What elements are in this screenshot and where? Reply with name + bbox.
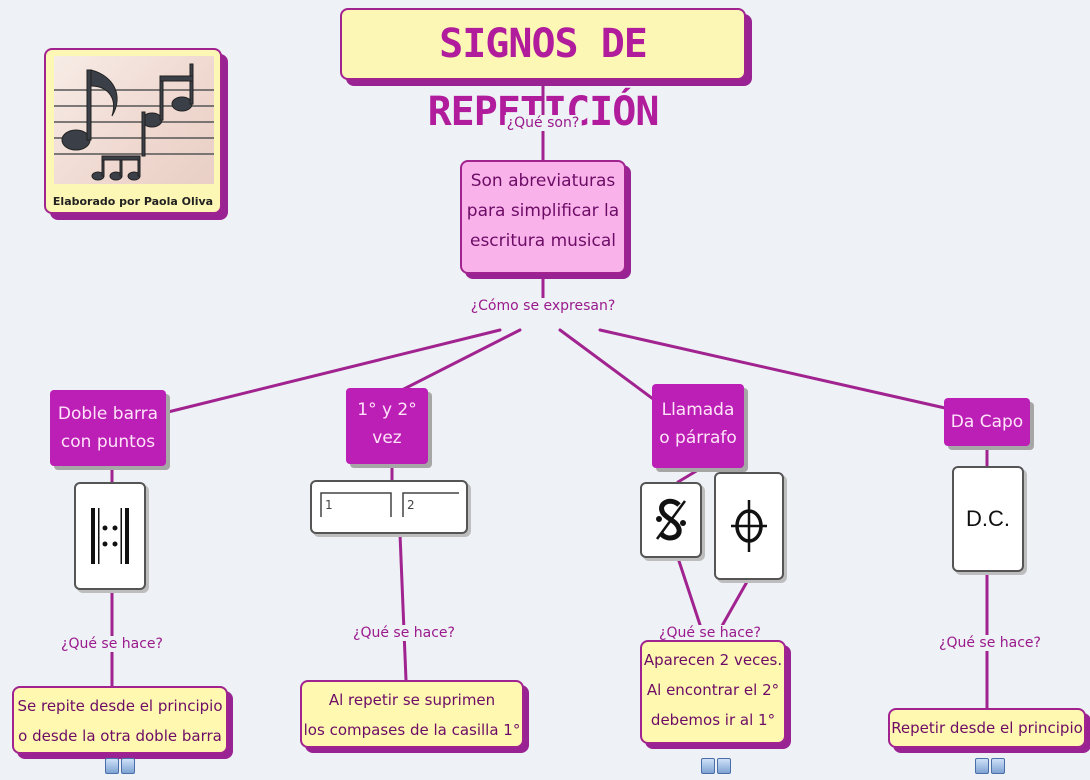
logo-caption: Elaborado por Paola Oliva xyxy=(52,195,214,208)
branch-da-capo-box: Da Capo xyxy=(944,398,1030,446)
link-label-what-done: ¿Qué se hace? xyxy=(351,625,457,641)
repeat-barline-symbol-box xyxy=(74,482,146,590)
branch-double-bar-box: Doble barra con puntos xyxy=(50,390,166,466)
branch-label: o párrafo xyxy=(659,428,737,448)
definition-line: escritura musical xyxy=(469,231,617,251)
audio-icon[interactable] xyxy=(105,758,135,774)
dc-symbol-box: D.C. xyxy=(952,466,1024,572)
music-notes-icon xyxy=(54,56,214,184)
definition-line: para simplificar la xyxy=(466,201,620,221)
volta-brackets-symbol-box: 1 2 xyxy=(310,480,468,534)
link-label-what-done: ¿Qué se hace? xyxy=(937,635,1043,651)
answer-line: los compases de la casilla 1° xyxy=(303,721,521,739)
audio-icon[interactable] xyxy=(701,758,731,774)
branch-label: Da Capo xyxy=(950,412,1024,432)
segno-icon xyxy=(655,498,687,541)
link-label-what-done: ¿Qué se hace? xyxy=(59,636,165,652)
answer-box-endings: Al repetir se suprimen los compases de l… xyxy=(300,680,524,748)
answer-line: Al encontrar el 2° xyxy=(646,681,780,699)
answer-box-double-bar: Se repite desde el principio o desde la … xyxy=(12,686,228,754)
dc-text-icon: D.C. xyxy=(966,506,1010,531)
answer-line: Se repite desde el principio xyxy=(17,697,223,715)
definition-box: Son abreviaturas para simplificar la esc… xyxy=(460,160,626,274)
volta-second-mark: 2 xyxy=(407,498,415,512)
branch-segno-box: Llamada o párrafo xyxy=(652,384,744,468)
coda-icon xyxy=(731,500,767,552)
map-title: SIGNOS DE REPETICIÓN xyxy=(340,8,746,135)
link-label-what-done: ¿Qué se hace? xyxy=(657,625,763,641)
branch-first-second-ending-box: 1° y 2° vez xyxy=(346,388,428,464)
answer-line: o desde la otra doble barra xyxy=(18,727,222,745)
answer-line: Aparecen 2 veces. xyxy=(643,651,783,669)
coda-symbol-box xyxy=(714,472,784,580)
definition-line: Son abreviaturas xyxy=(470,171,616,191)
volta-first-mark: 1 xyxy=(325,498,333,512)
answer-line: Al repetir se suprimen xyxy=(328,691,496,709)
branch-label: Llamada xyxy=(661,400,735,420)
answer-box-segno: Aparecen 2 veces. Al encontrar el 2° deb… xyxy=(640,640,786,744)
author-logo: Elaborado por Paola Oliva xyxy=(44,48,222,214)
answer-box-da-capo: Repetir desde el principio xyxy=(888,708,1086,748)
link-label-how-expressed: ¿Cómo se expresan? xyxy=(468,298,618,314)
branch-label: 1° y 2° xyxy=(357,400,417,420)
repeat-barline-icon xyxy=(91,508,129,564)
audio-icon[interactable] xyxy=(975,758,1005,774)
segno-symbol-box xyxy=(640,482,702,558)
volta-brackets-icon: 1 2 xyxy=(320,492,459,517)
answer-line: debemos ir al 1° xyxy=(650,711,776,729)
branch-label: vez xyxy=(372,428,402,448)
branch-label: Doble barra xyxy=(57,404,159,424)
link-label-what-are: ¿Qué son? xyxy=(504,115,582,131)
branch-label: con puntos xyxy=(60,432,156,452)
answer-line: Repetir desde el principio xyxy=(891,719,1083,737)
